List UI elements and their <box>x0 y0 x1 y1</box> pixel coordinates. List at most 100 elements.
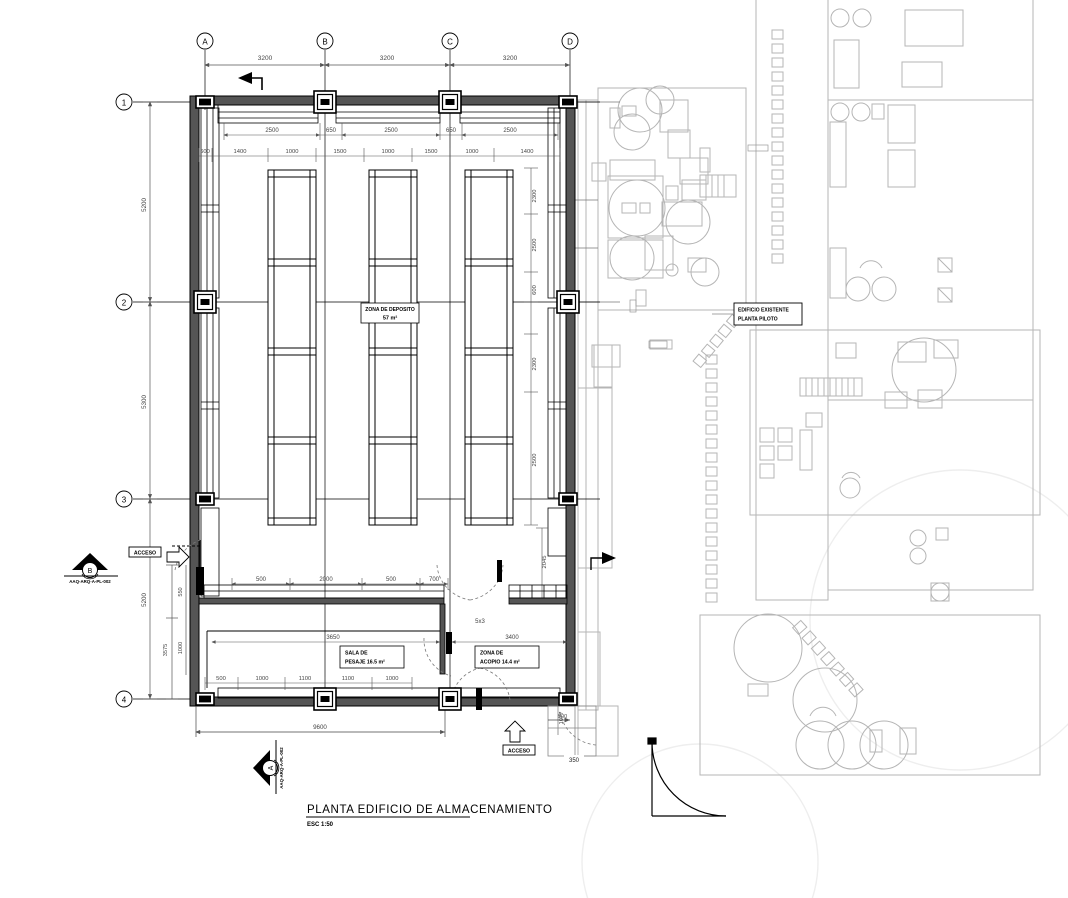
dimension-text: 2500 <box>532 239 538 252</box>
acceso-arrow-bottom-icon <box>503 720 527 743</box>
acceso-label-left: ACCESO <box>128 546 162 558</box>
dimension-text: 3575 <box>163 644 169 656</box>
grid-bubble-label: D <box>567 38 573 47</box>
dimension-text: 3400 <box>505 635 519 641</box>
dimension-chain-left <box>143 101 187 700</box>
dimension-text: 350 <box>569 758 580 764</box>
dimension-text: 1000 <box>466 149 479 155</box>
context-label-edificio-existente: EDIFICIO EXISTENTE PLANTA PILOTO <box>733 302 803 326</box>
column-D1 <box>558 95 578 109</box>
dimension-text: 2500 <box>265 128 279 134</box>
column-C1 <box>438 90 462 114</box>
rack-row-3 <box>464 169 514 526</box>
rack-row-2 <box>368 169 418 526</box>
room-label-zona-acopio: ZONA DE ACOPIO 14.4 m² <box>474 645 540 669</box>
door-swings <box>174 539 597 746</box>
existing-building-context <box>577 0 1041 776</box>
dimension-chain-bottom <box>204 677 413 690</box>
room-label-line1: ZONA DE DEPOSITO <box>365 307 415 313</box>
dimension-text: 650 <box>326 128 337 134</box>
dimension-text: 700 <box>429 577 440 583</box>
room-label-line2: PESAJE 16.5 m² <box>345 660 385 666</box>
dimension-text: 1100 <box>342 676 354 682</box>
entrance-door-swing <box>647 737 727 817</box>
room-label-sala-pesaje: SALA DE PESAJE 16.5 m² <box>339 645 405 669</box>
dimension-text: 3650 <box>326 635 340 641</box>
dimension-text: 2000 <box>319 577 333 583</box>
drawing-scale-note: ESC 1:50 <box>307 822 334 828</box>
grid-bubble-D: D <box>561 32 579 50</box>
acceso-text: ACCESO <box>134 551 156 557</box>
storage-racks <box>267 169 514 526</box>
grid-bubble-label: 4 <box>122 696 127 705</box>
grid-bubble-B: B <box>316 32 334 50</box>
dimension-text: 1077 <box>559 712 565 725</box>
dimension-text: 1000 <box>382 149 395 155</box>
column-A2 <box>193 290 217 314</box>
context-small-notes <box>629 144 769 349</box>
room-label-line2: ACOPIO 14.4 m² <box>480 660 520 666</box>
grid-bubble-A: A <box>196 32 214 50</box>
dimension-chain-top <box>204 50 571 70</box>
wall-lining-panels <box>200 104 567 699</box>
acceso-arrow-left-icon <box>166 545 190 569</box>
section-marker-ref: AAQ-ARQ-A-PL-002 <box>69 579 111 584</box>
grid-bubble-1: 1 <box>115 93 133 111</box>
section-marker-ref: AAQ-ARQ-A-PL-002 <box>279 747 284 789</box>
section-marker-letter: A <box>268 765 275 770</box>
column-A3 <box>195 492 215 506</box>
grid-bubble-label: 1 <box>122 99 127 108</box>
dimension-text: 5200 <box>141 198 148 212</box>
dimension-text: 2045 <box>542 556 548 569</box>
room-label-line1: SALA DE <box>345 651 368 657</box>
room-label-line1: ZONA DE <box>480 651 504 657</box>
dimension-text: 500 <box>256 577 267 583</box>
column-A4 <box>195 692 215 706</box>
dimension-text: 2500 <box>532 454 538 467</box>
dimension-text: 600 <box>200 149 210 155</box>
dimension-text: 500 <box>216 676 226 682</box>
section-marker-a: A AAQ-ARQ-A-PL-002 <box>253 740 284 794</box>
dimension-text: 1400 <box>234 149 247 155</box>
dimension-text: 1400 <box>521 149 534 155</box>
dimension-text: 550 <box>178 587 184 596</box>
dimension-bottom-350: 350 <box>564 755 584 764</box>
door-leaf-markers <box>446 560 502 710</box>
grid-bubble-label: C <box>447 38 453 47</box>
north-arrow-icon <box>238 72 263 90</box>
context-label-line2: PLANTA PILOTO <box>738 317 778 323</box>
lower-partitions <box>172 540 568 688</box>
grid-bubble-label: 2 <box>122 299 127 308</box>
column-D2 <box>556 290 580 314</box>
acceso-text: ACCESO <box>508 749 530 755</box>
dimension-text: 2300 <box>532 190 538 203</box>
dimension-text: 5300 <box>141 395 148 409</box>
grid-bubble-label: A <box>202 38 208 47</box>
dimension-text: 900 <box>558 714 567 720</box>
context-label-line1: EDIFICIO EXISTENTE <box>738 308 790 314</box>
column-D4 <box>558 692 578 706</box>
dimension-text: 3200 <box>258 55 273 62</box>
column-D3 <box>558 492 578 506</box>
dimension-chain-aisles <box>198 148 561 162</box>
dimension-text: 2500 <box>384 128 398 134</box>
grid-bubble-C: C <box>441 32 459 50</box>
dimension-text: 1100 <box>299 676 311 682</box>
acceso-label-bottom: ACCESO <box>502 744 536 756</box>
room-label-zona-deposito: ZONA DE DEPOSITO 57 m² <box>360 302 420 324</box>
dimension-text: 2300 <box>532 358 538 371</box>
context-hatch-strip <box>692 29 864 698</box>
grid-bubble-3: 3 <box>115 490 133 508</box>
dimension-text: 5200 <box>141 593 148 607</box>
dimension-text: 2500 <box>503 128 517 134</box>
section-marker-letter: B <box>88 568 93 575</box>
section-marker-b: B AAQ-ARQ-A-PL-002 <box>64 553 118 584</box>
dimension-text: 1000 <box>178 642 184 654</box>
dimension-text: 1500 <box>334 149 347 155</box>
room-label-line2: 57 m² <box>383 315 398 322</box>
column-B4 <box>313 687 337 711</box>
dimension-chain-mid-bottom <box>231 578 449 590</box>
interior-direction-arrow-icon <box>590 552 616 570</box>
dimension-text: 600 <box>532 285 538 295</box>
